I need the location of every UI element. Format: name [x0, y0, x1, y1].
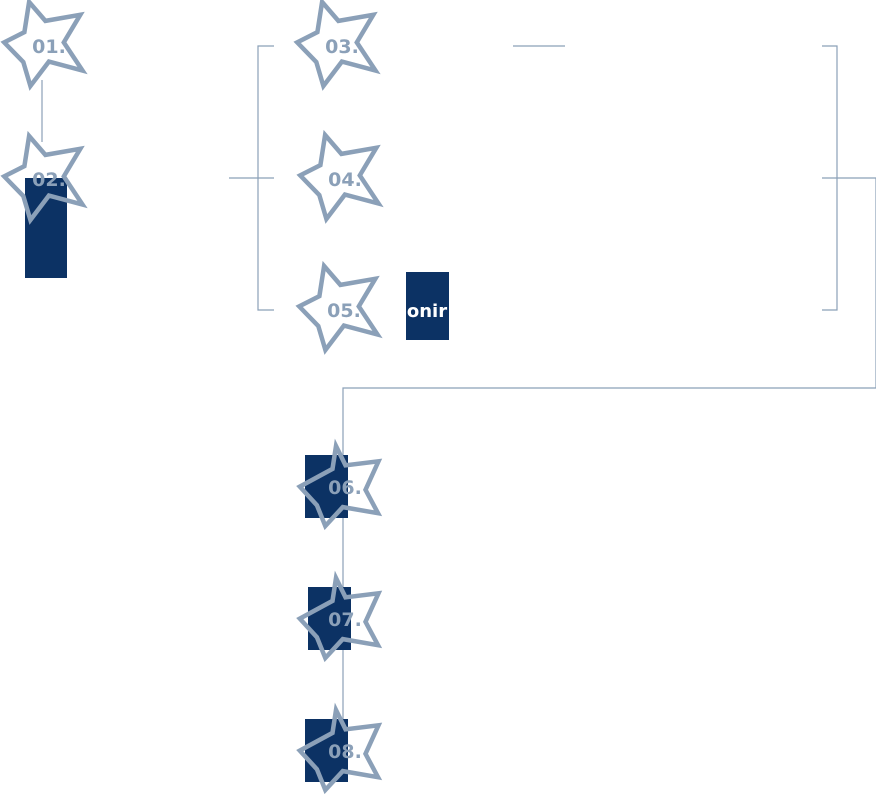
star-icon	[296, 702, 383, 795]
connector-to-06	[342, 177, 876, 455]
star-icon	[293, 0, 381, 91]
step-number: 02.	[32, 169, 66, 191]
step-05-box-label: onir	[407, 301, 447, 322]
connector-lines	[41, 45, 876, 720]
step-number: 01.	[32, 36, 66, 58]
step-number: 08.	[328, 741, 362, 763]
star-icon	[0, 0, 88, 91]
step-number: 05.	[327, 300, 361, 322]
step-number: 07.	[328, 609, 362, 631]
step-05-box	[406, 272, 449, 340]
step-markers	[0, 0, 384, 795]
step-numbers: 01. 02. 03. 04. 05. 06. 07. 08.	[32, 36, 362, 763]
left-bracket	[257, 45, 274, 311]
step-number: 03.	[325, 36, 359, 58]
star-icon	[295, 260, 383, 355]
star-icon	[0, 130, 88, 225]
star-icon	[296, 129, 384, 224]
step-number: 06.	[328, 477, 362, 499]
star-icon	[296, 438, 383, 531]
step-02-box	[25, 178, 67, 278]
dark-boxes	[25, 178, 449, 782]
step-number: 04.	[328, 169, 362, 191]
star-icon	[296, 570, 383, 663]
